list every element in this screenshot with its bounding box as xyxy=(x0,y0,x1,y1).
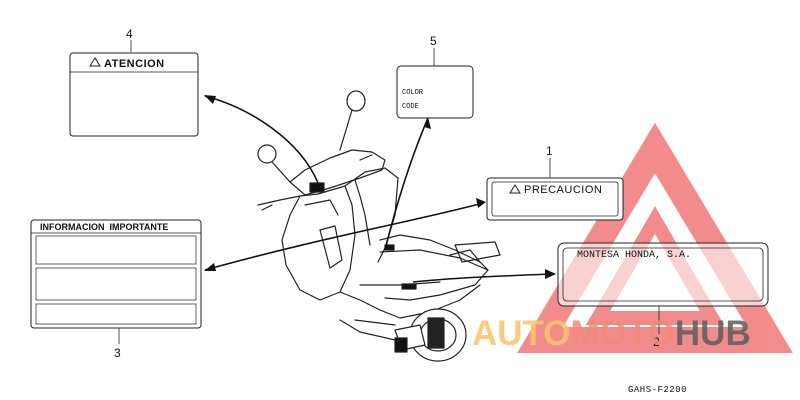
label-informacion-importante xyxy=(30,219,202,329)
informacion-title: INFORMACION IMPORTANTE xyxy=(40,222,169,232)
label-montesa-honda xyxy=(557,242,769,307)
watermark-auto: AUTO xyxy=(472,314,571,353)
watermark-moto: MOTO xyxy=(570,314,675,353)
label-atencion xyxy=(69,52,199,137)
precaucion-title: PRECAUCION xyxy=(524,184,603,196)
scooter-drawing xyxy=(257,90,501,362)
arrow-heads xyxy=(204,95,556,279)
label-color-code xyxy=(396,65,474,119)
montesa-title: MONTESA HONDA, S.A. xyxy=(577,250,692,261)
callout-number-1: 1 xyxy=(546,144,553,158)
leader-lines xyxy=(204,95,553,283)
callout-number-3: 3 xyxy=(114,346,121,360)
callout-number-2: 2 xyxy=(653,335,660,349)
color-text: COLOR xyxy=(402,89,424,97)
watermark-hub: HUB xyxy=(674,314,751,353)
code-text: CODE xyxy=(402,103,419,111)
watermark-text: AUTOMOTOHUB xyxy=(472,314,751,354)
label-precaucion xyxy=(486,177,624,221)
callout-number-5: 5 xyxy=(430,34,437,48)
callout-number-4: 4 xyxy=(126,27,133,41)
diagram-code: GAHS-F2200 xyxy=(628,385,688,395)
atencion-title: ATENCION xyxy=(104,58,165,70)
